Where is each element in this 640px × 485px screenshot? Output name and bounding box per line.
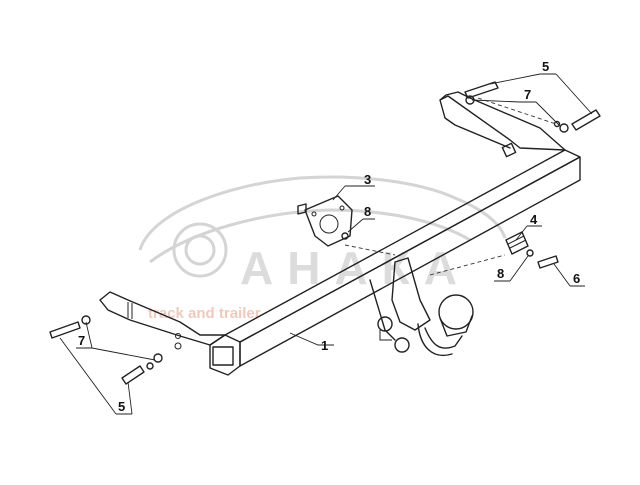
leader-5-bottom: [59, 337, 133, 415]
top-bolt-right: [571, 109, 601, 131]
watermark-wheel-icon: [172, 222, 228, 278]
leader-lines: [59, 73, 593, 415]
callout-7-left: 7: [78, 333, 85, 348]
spring-washer-set: [505, 231, 529, 255]
leader-8-right: [494, 255, 529, 282]
callout-1: 1: [321, 338, 328, 353]
callout-labels: 1 3 8 4 8 6 5 7 7 5: [78, 59, 580, 414]
socket-screw-hole: [311, 211, 317, 217]
socket-screw-hole-2: [339, 205, 345, 211]
hitch-mount-plate: [391, 257, 431, 331]
socket-plate-washer: [341, 232, 349, 240]
left-side-bracket: [99, 291, 226, 346]
callout-8-upper: 8: [364, 204, 371, 219]
socket-plate-nut: [297, 203, 307, 215]
hitch-bolt-bottom: [394, 337, 410, 353]
callout-3: 3: [364, 172, 371, 187]
beam-end-left: [209, 334, 241, 376]
left-bracket-slot: [127, 302, 133, 319]
left-bracket-hole-2: [175, 333, 181, 339]
top-bolt-left: [464, 81, 499, 99]
watermark-brand: АНАКА: [240, 242, 471, 294]
tow-ball-neck-inner: [417, 323, 453, 357]
left-washer-bottom: [146, 362, 154, 370]
leader-4: [515, 225, 542, 241]
callout-5-top: 5: [542, 59, 549, 74]
tow-ball: [438, 294, 474, 330]
callout-8-right: 8: [497, 266, 504, 281]
leader-5-top: [489, 73, 593, 115]
left-fasteners: [49, 315, 163, 385]
top-right-fasteners: [464, 81, 601, 133]
right-bolt: [537, 255, 559, 269]
tow-ball-neck: [424, 327, 463, 349]
left-bracket-hole: [174, 342, 182, 350]
right-hardware-set: [344, 231, 559, 276]
hitch-mount-rib: [369, 279, 396, 341]
callout-4: 4: [530, 212, 538, 227]
watermark-hub-icon: [184, 234, 216, 266]
hitch-bolt-top: [377, 316, 393, 332]
left-bolt-top: [49, 321, 81, 339]
leader-3: [332, 185, 375, 201]
tow-ball-base: [439, 315, 473, 337]
socket-plate: [297, 195, 353, 247]
leader-6: [553, 263, 585, 287]
callout-5-bottom: 5: [118, 399, 125, 414]
callout-6: 6: [573, 271, 580, 286]
leader-7-top: [471, 99, 561, 127]
top-lockwasher-right: [553, 120, 561, 128]
hitch-bolt-shaft: [379, 330, 392, 341]
callout-7-top: 7: [524, 87, 531, 102]
right-washer: [526, 249, 534, 257]
watermark-tagline: track and trailer: [148, 305, 261, 322]
assembly-guide-line: [344, 244, 506, 276]
watermark: АНАКА track and trailer: [138, 175, 507, 322]
beam-end-opening: [212, 346, 234, 366]
top-washer-right: [559, 123, 569, 133]
leader-7-left: [76, 321, 156, 361]
socket-plate-body: [304, 195, 353, 247]
crossbar-beam: [99, 91, 581, 376]
socket-plate-hole: [319, 214, 339, 234]
leader-1: [289, 332, 334, 346]
left-bolt-bottom: [121, 365, 145, 385]
leader-8-upper: [347, 218, 375, 233]
right-bracket-tab: [501, 142, 517, 158]
left-washer-bottom-2: [153, 353, 163, 363]
